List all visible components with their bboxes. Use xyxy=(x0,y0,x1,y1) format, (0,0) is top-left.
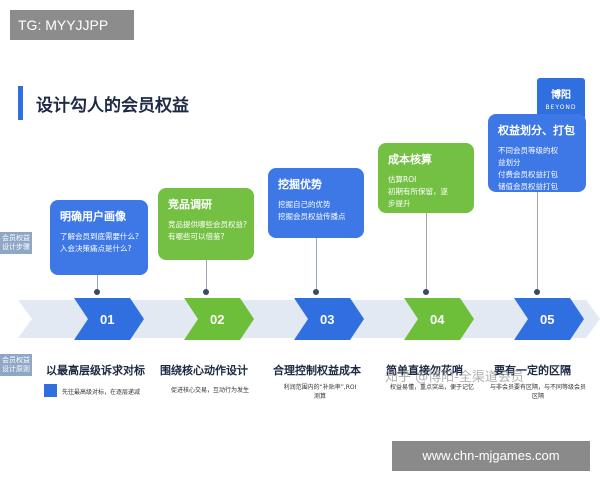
step-card-line: 不同会员等级的权 xyxy=(498,146,558,155)
step-card-3: 挖掘优势 挖掘自己的优势 挖掘会员权益传播点 xyxy=(268,168,364,238)
step-card-4: 成本核算 估算ROI 初期有所保留，逐 步提升 xyxy=(378,143,474,213)
legend-text: 先往最高级对标，在逐层递减 xyxy=(62,389,141,396)
step-number: 03 xyxy=(320,312,334,327)
principle-desc-5: 与非会员要有区隔，与不同等级会员 区隔 xyxy=(486,383,590,401)
side-label-line: 设计原则 xyxy=(2,365,30,373)
step-card-line: 挖掘会员权益传播点 xyxy=(278,212,346,221)
logo-sub-text: BEYOND xyxy=(545,104,577,111)
principle-desc-line: 促进核心交易，互动行为发生 xyxy=(170,387,249,394)
legend-swatch xyxy=(44,384,57,397)
step-number: 05 xyxy=(540,312,554,327)
principle-title-1: 以最高层级诉求对标 xyxy=(46,364,145,377)
step-card-title: 权益划分、打包 xyxy=(498,124,575,137)
step-chevron-5 xyxy=(514,298,584,340)
step-card-5: 权益划分、打包 不同会员等级的权 益划分 付费会员权益打包 储值会员权益打包 xyxy=(488,114,586,192)
step-card-line: 步提升 xyxy=(388,199,411,208)
connector-dot xyxy=(423,289,429,295)
step-chevron-1 xyxy=(74,298,144,340)
principle-desc-3: 利润范围内的“补贴率”,ROI 测算 xyxy=(268,383,372,401)
step-number: 02 xyxy=(210,312,224,327)
principle-title-5: 要有一定的区隔 xyxy=(494,364,571,377)
side-label-line: 会员权益 xyxy=(2,356,30,364)
site-watermark: www.chn-mjgames.com xyxy=(392,441,590,471)
principle-desc-line: 区隔 xyxy=(531,393,544,400)
channel-badge: TG: MYYJJPP xyxy=(10,10,134,40)
principle-desc-2: 促进核心交易，互动行为发生 xyxy=(158,386,262,395)
principle-title-3: 合理控制权益成本 xyxy=(273,364,361,377)
side-label-principles: 会员权益 设计原则 xyxy=(0,354,32,376)
step-chevron-2 xyxy=(184,298,254,340)
connector-dot xyxy=(313,289,319,295)
side-label-line: 设计步骤 xyxy=(2,243,30,251)
connector-line xyxy=(206,260,207,293)
connector-line xyxy=(537,192,538,293)
connector-line xyxy=(426,213,427,293)
principle-desc-line: 利润范围内的“补贴率”,ROI xyxy=(283,384,357,391)
step-card-2: 竞品调研 竞品提供哪些会员权益? 有哪些可以借鉴? xyxy=(158,188,254,260)
step-card-line: 有哪些可以借鉴? xyxy=(168,232,225,241)
connector-dot xyxy=(203,289,209,295)
step-card-title: 成本核算 xyxy=(388,153,432,166)
step-chevron-4 xyxy=(404,298,474,340)
step-card-line: 估算ROI xyxy=(388,175,417,184)
step-card-title: 明确用户画像 xyxy=(60,210,126,223)
principle-desc-4: 权益易懂，重点突出，便于记忆 xyxy=(380,383,484,392)
step-card-1: 明确用户画像 了解会员到底需要什么? 入会决策痛点是什么? xyxy=(50,200,148,275)
zhihu-watermark: 知乎 @博阳-全渠道会员 xyxy=(385,370,524,385)
step-card-line: 储值会员权益打包 xyxy=(498,182,558,191)
principle-desc-line: 与非会员要有区隔，与不同等级会员 xyxy=(489,384,586,391)
logo-main-text: 博阳 xyxy=(551,90,571,101)
principle-title-4: 简单直接勿花哨 xyxy=(386,364,463,377)
connector-line xyxy=(97,275,98,293)
step-card-title: 挖掘优势 xyxy=(278,178,322,191)
connector-line xyxy=(316,238,317,293)
step-chevron-3 xyxy=(294,298,364,340)
step-card-line: 付费会员权益打包 xyxy=(498,170,558,179)
side-label-steps: 会员权益 设计步骤 xyxy=(0,232,32,254)
title-accent-bar xyxy=(18,86,23,120)
page-title: 设计勾人的会员权益 xyxy=(36,96,189,116)
step-card-line: 竞品提供哪些会员权益? xyxy=(168,220,247,229)
process-band: 01 02 03 04 05 xyxy=(18,298,600,340)
principle-desc-line: 权益易懂，重点突出，便于记忆 xyxy=(389,384,474,391)
step-number: 04 xyxy=(430,312,445,327)
step-number: 01 xyxy=(100,312,114,327)
step-card-line: 入会决策痛点是什么? xyxy=(60,244,132,253)
step-card-line: 挖掘自己的优势 xyxy=(278,200,331,209)
step-card-line: 了解会员到底需要什么? xyxy=(60,232,139,241)
brand-logo: 博阳 BEYOND xyxy=(537,78,585,120)
connector-dot xyxy=(534,289,540,295)
side-label-line: 会员权益 xyxy=(2,234,30,242)
connector-dot xyxy=(94,289,100,295)
step-card-line: 初期有所保留，逐 xyxy=(388,187,448,196)
step-card-line: 益划分 xyxy=(498,158,521,167)
step-card-title: 竞品调研 xyxy=(168,198,212,211)
principle-desc-line: 测算 xyxy=(313,393,326,400)
principle-title-2: 围绕核心动作设计 xyxy=(160,364,248,377)
